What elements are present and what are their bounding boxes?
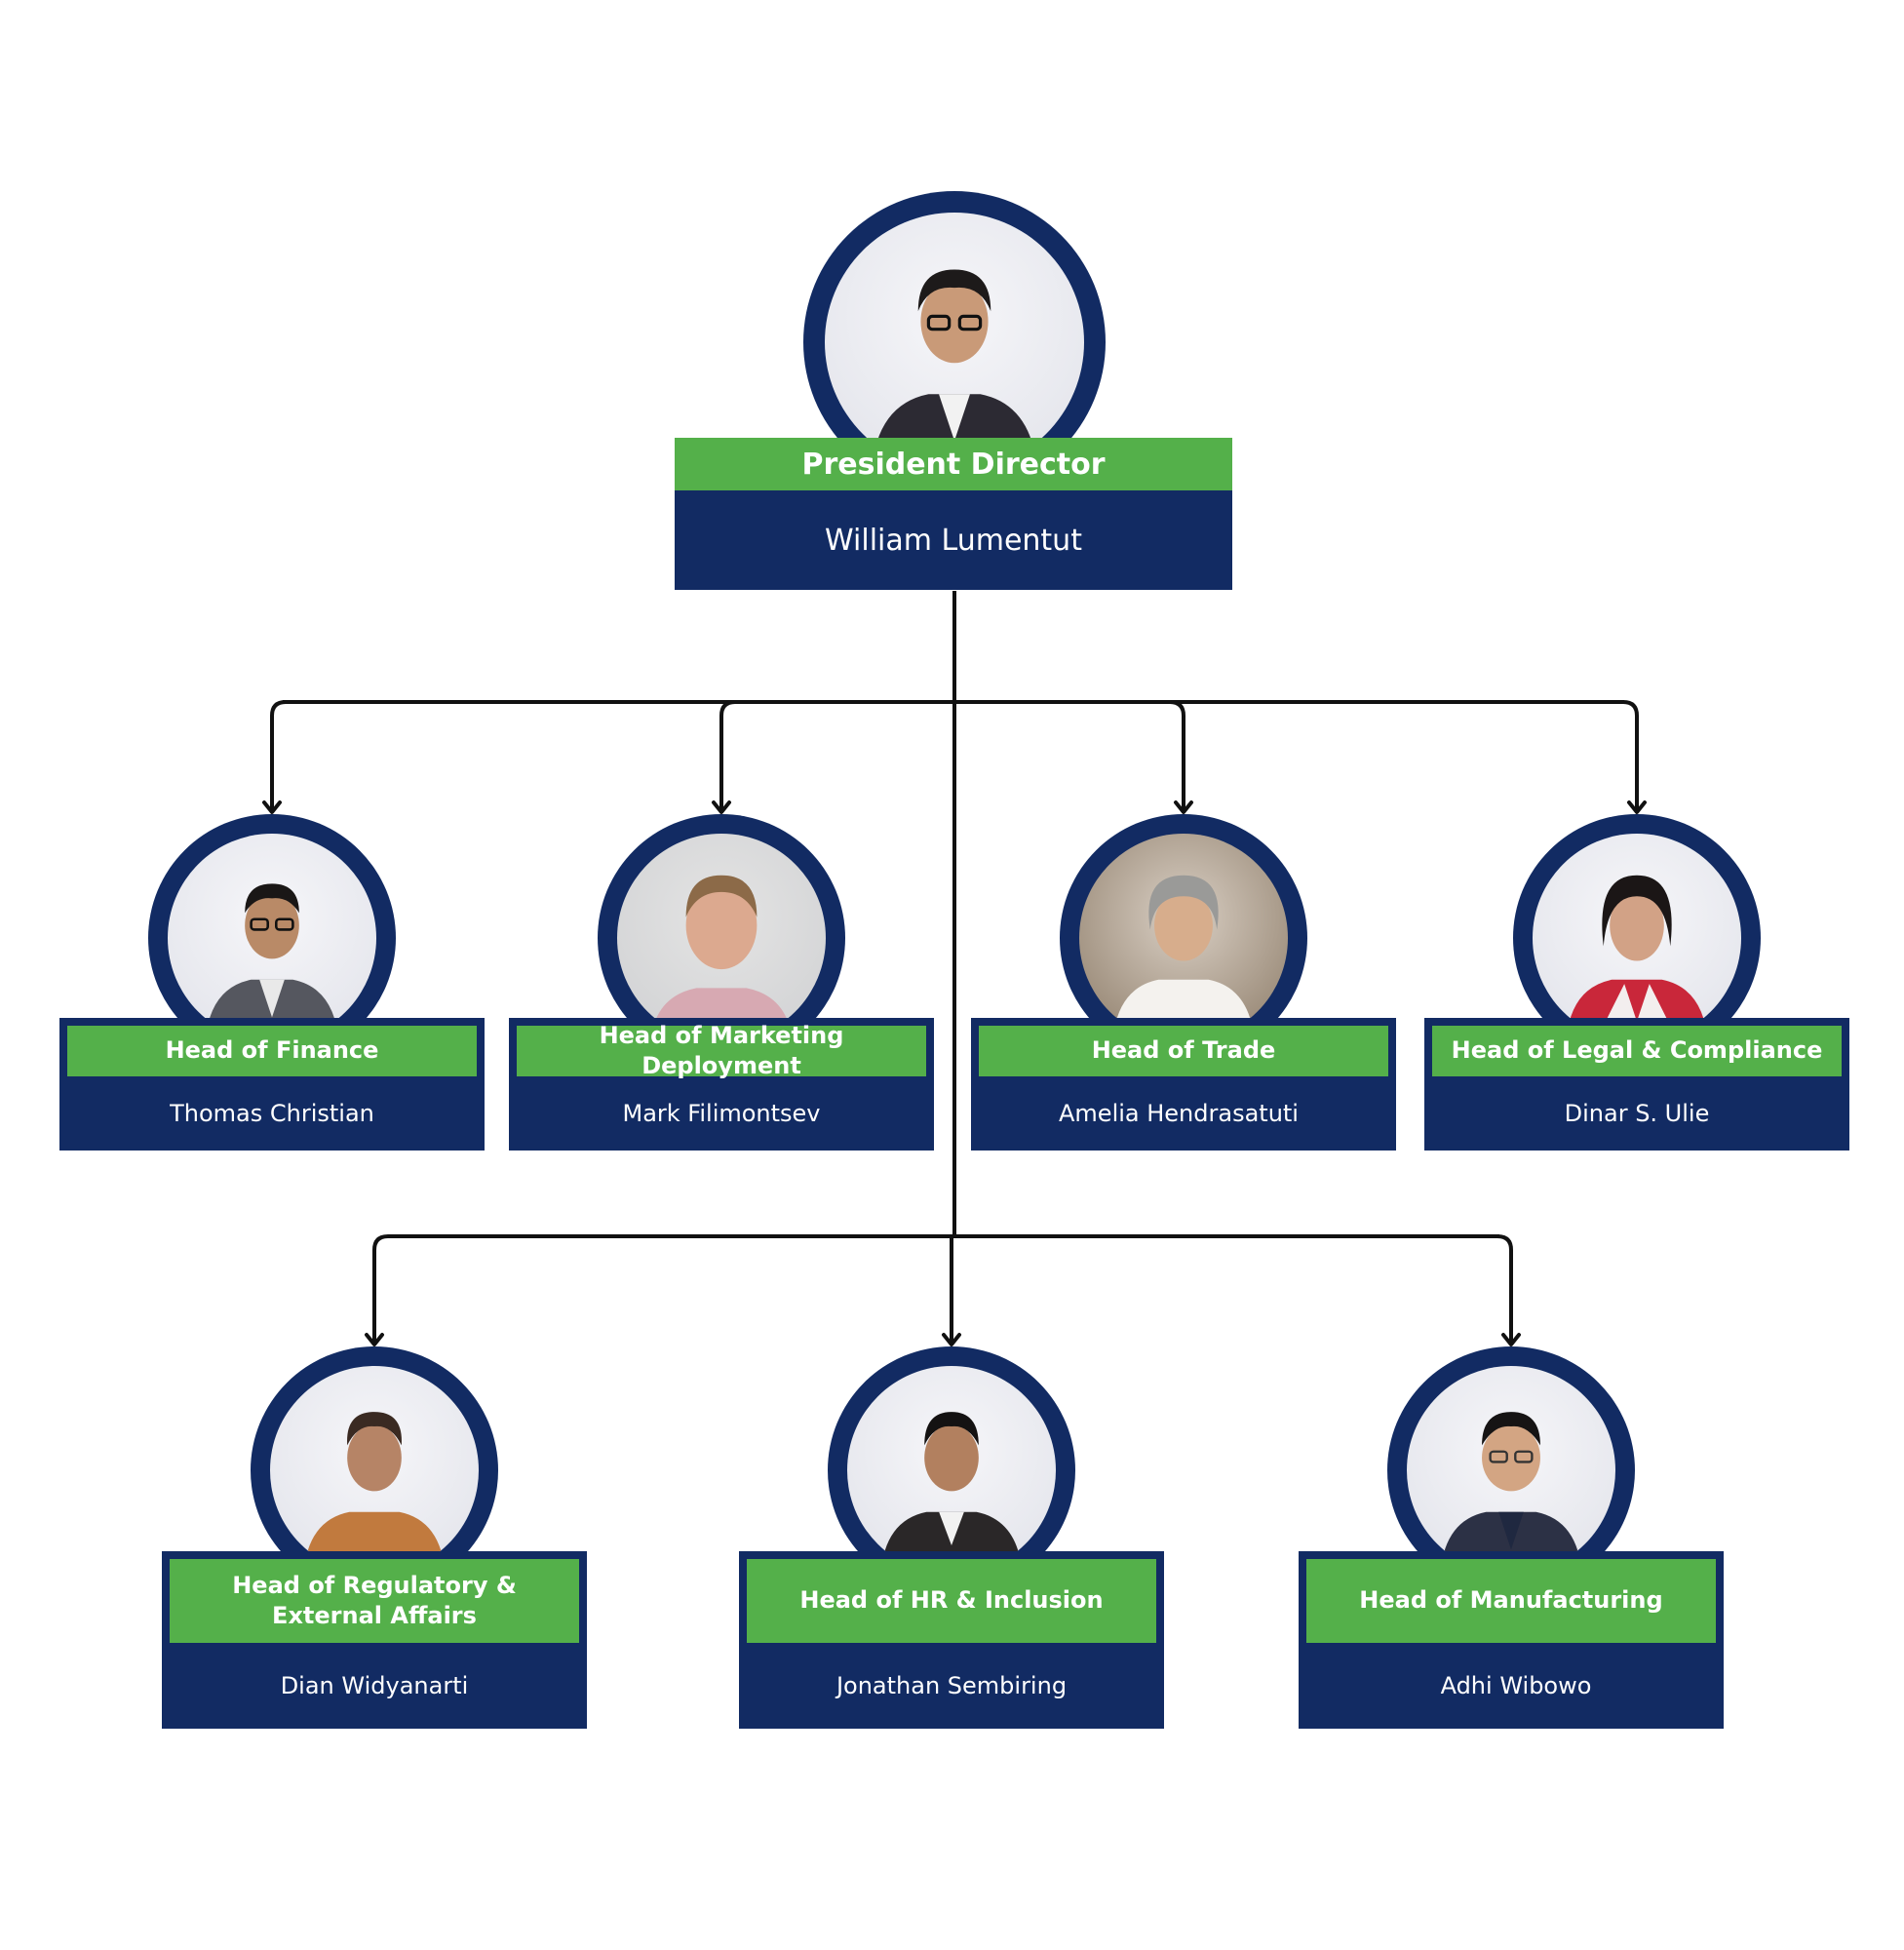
person-silhouette-icon: [1440, 1412, 1582, 1575]
person-silhouette-icon: [1112, 875, 1255, 1042]
role-title: President Director: [675, 438, 1232, 490]
person-silhouette-icon: [650, 875, 793, 1042]
avatar-head-of-trade: [1060, 814, 1307, 1062]
person-silhouette-icon: [205, 883, 339, 1042]
role-title: Head of Marketing Deployment: [517, 1022, 926, 1079]
arrowhead-hr: [942, 1333, 961, 1346]
card-head-of-finance: Head of Finance Thomas Christian: [59, 1018, 485, 1150]
person-name: Mark Filimontsev: [622, 1100, 821, 1127]
person-name: Dinar S. Ulie: [1564, 1100, 1710, 1127]
person-silhouette-icon: [871, 269, 1038, 472]
role-title: Head of Legal & Compliance: [1432, 1026, 1842, 1076]
portrait-photo: [847, 1366, 1056, 1575]
card-head-of-trade: Head of Trade Amelia Hendrasatuti: [971, 1018, 1396, 1150]
connector-legal: [1622, 700, 1639, 809]
arrowhead-regulatory: [365, 1333, 384, 1346]
role-title: Head of Finance: [67, 1026, 477, 1076]
connector-manufacturing: [1496, 1234, 1513, 1342]
portrait-photo: [617, 834, 826, 1042]
arrowhead-marketing: [712, 800, 731, 814]
portrait-photo: [1533, 834, 1741, 1042]
connector-regulatory: [372, 1234, 389, 1342]
portrait-photo: [168, 834, 376, 1042]
person-silhouette-icon: [880, 1412, 1023, 1575]
person-silhouette-icon: [1566, 875, 1708, 1042]
card-head-of-regulatory-external-affairs: Head of Regulatory & External Affairs Di…: [162, 1551, 587, 1729]
role-title: Head of Regulatory & External Affairs: [170, 1559, 579, 1643]
card-president-director: President Director William Lumentut: [675, 438, 1232, 590]
person-name: William Lumentut: [825, 523, 1082, 558]
person-name: Adhi Wibowo: [1440, 1672, 1592, 1699]
person-name: Jonathan Sembiring: [835, 1672, 1068, 1699]
portrait-photo: [1079, 834, 1288, 1042]
person-name: Dian Widyanarti: [280, 1672, 469, 1699]
card-head-of-manufacturing: Head of Manufacturing Adhi Wibowo: [1299, 1551, 1724, 1729]
portrait-photo: [270, 1366, 479, 1575]
connector-finance: [270, 700, 287, 809]
arrowhead-trade: [1174, 800, 1193, 814]
arrowhead-manufacturing: [1501, 1333, 1521, 1346]
connector-trade: [1169, 700, 1185, 809]
portrait-photo: [1407, 1366, 1615, 1575]
card-head-of-hr-inclusion: Head of HR & Inclusion Jonathan Sembirin…: [739, 1551, 1164, 1729]
person-silhouette-icon: [303, 1412, 446, 1575]
arrowhead-legal: [1627, 800, 1647, 814]
role-title: Head of Trade: [979, 1026, 1388, 1076]
role-title: Head of Manufacturing: [1306, 1559, 1716, 1643]
connector-marketing: [719, 700, 736, 809]
portrait-photo: [825, 213, 1084, 472]
card-head-of-marketing-deployment: Head of Marketing Deployment Mark Filimo…: [509, 1018, 934, 1150]
person-name: Thomas Christian: [170, 1100, 374, 1127]
arrowhead-finance: [262, 800, 282, 814]
card-head-of-legal-compliance: Head of Legal & Compliance Dinar S. Ulie: [1424, 1018, 1849, 1150]
person-name: Amelia Hendrasatuti: [1059, 1100, 1299, 1127]
role-title: Head of HR & Inclusion: [747, 1559, 1156, 1643]
